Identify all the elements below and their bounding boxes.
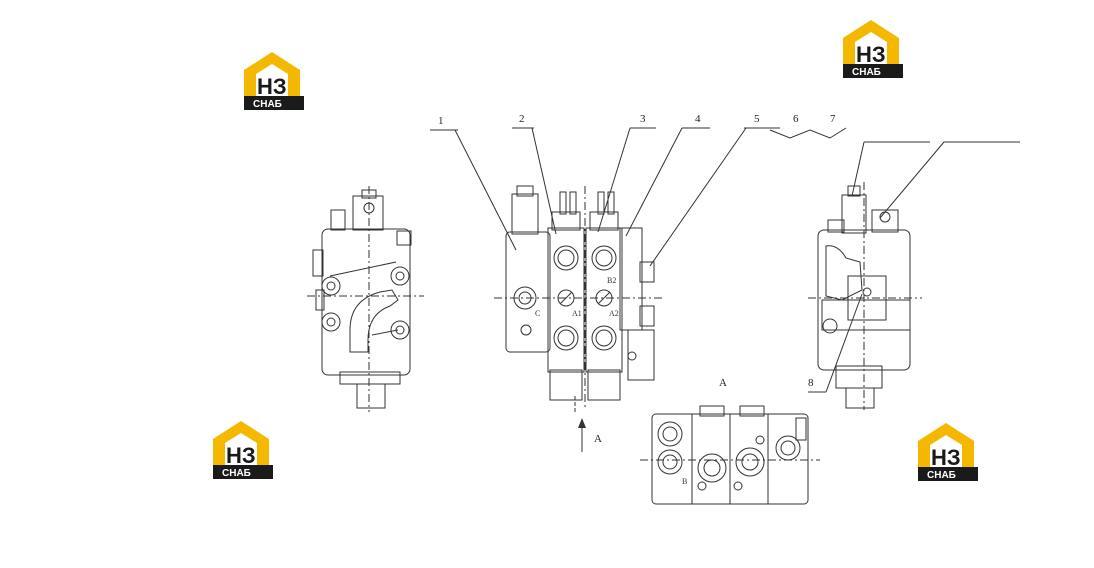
logo-caption: СНАБ: [222, 468, 251, 479]
port-label-a2: A2: [609, 309, 619, 318]
callout-2: 2: [519, 113, 525, 125]
callout-4: 4: [695, 113, 701, 125]
view-a: [640, 405, 820, 505]
front-view: [494, 185, 664, 452]
logo-top-left: НЗ СНАБ: [244, 52, 304, 110]
callout-6: 6: [793, 113, 799, 125]
callout-8: 8: [808, 377, 814, 389]
port-label-b2: B2: [607, 276, 616, 285]
view-arrow-icon: [578, 418, 586, 428]
spool-section-2: [585, 227, 623, 373]
logo-letters: НЗ: [931, 445, 961, 470]
logo-bottom-left: НЗ СНАБ: [213, 421, 273, 479]
callout-7: 7: [830, 113, 836, 125]
spool-section-1: [547, 227, 585, 373]
logo-letters: НЗ: [856, 42, 886, 67]
inlet-section: [505, 231, 551, 353]
view-a-label: A: [719, 377, 727, 389]
left-side-view: [307, 186, 424, 412]
logo-caption: СНАБ: [253, 99, 282, 110]
port-label-a1: A1: [572, 309, 582, 318]
logo-caption: СНАБ: [927, 470, 956, 481]
arrow-a-label: A: [594, 433, 602, 445]
callout-5: 5: [754, 113, 760, 125]
callout-3: 3: [640, 113, 646, 125]
logo-caption: СНАБ: [852, 67, 881, 78]
port-label-c: C: [535, 309, 540, 318]
right-side-view: [808, 182, 922, 410]
logo-letters: НЗ: [226, 443, 256, 468]
port-label-b: B: [682, 477, 687, 486]
callout-1: 1: [438, 115, 444, 127]
leader-lines: [430, 127, 1020, 393]
logo-top-right: НЗ СНАБ: [843, 20, 903, 78]
logo-bottom-right: НЗ СНАБ: [918, 423, 978, 481]
logo-letters: НЗ: [257, 74, 287, 99]
